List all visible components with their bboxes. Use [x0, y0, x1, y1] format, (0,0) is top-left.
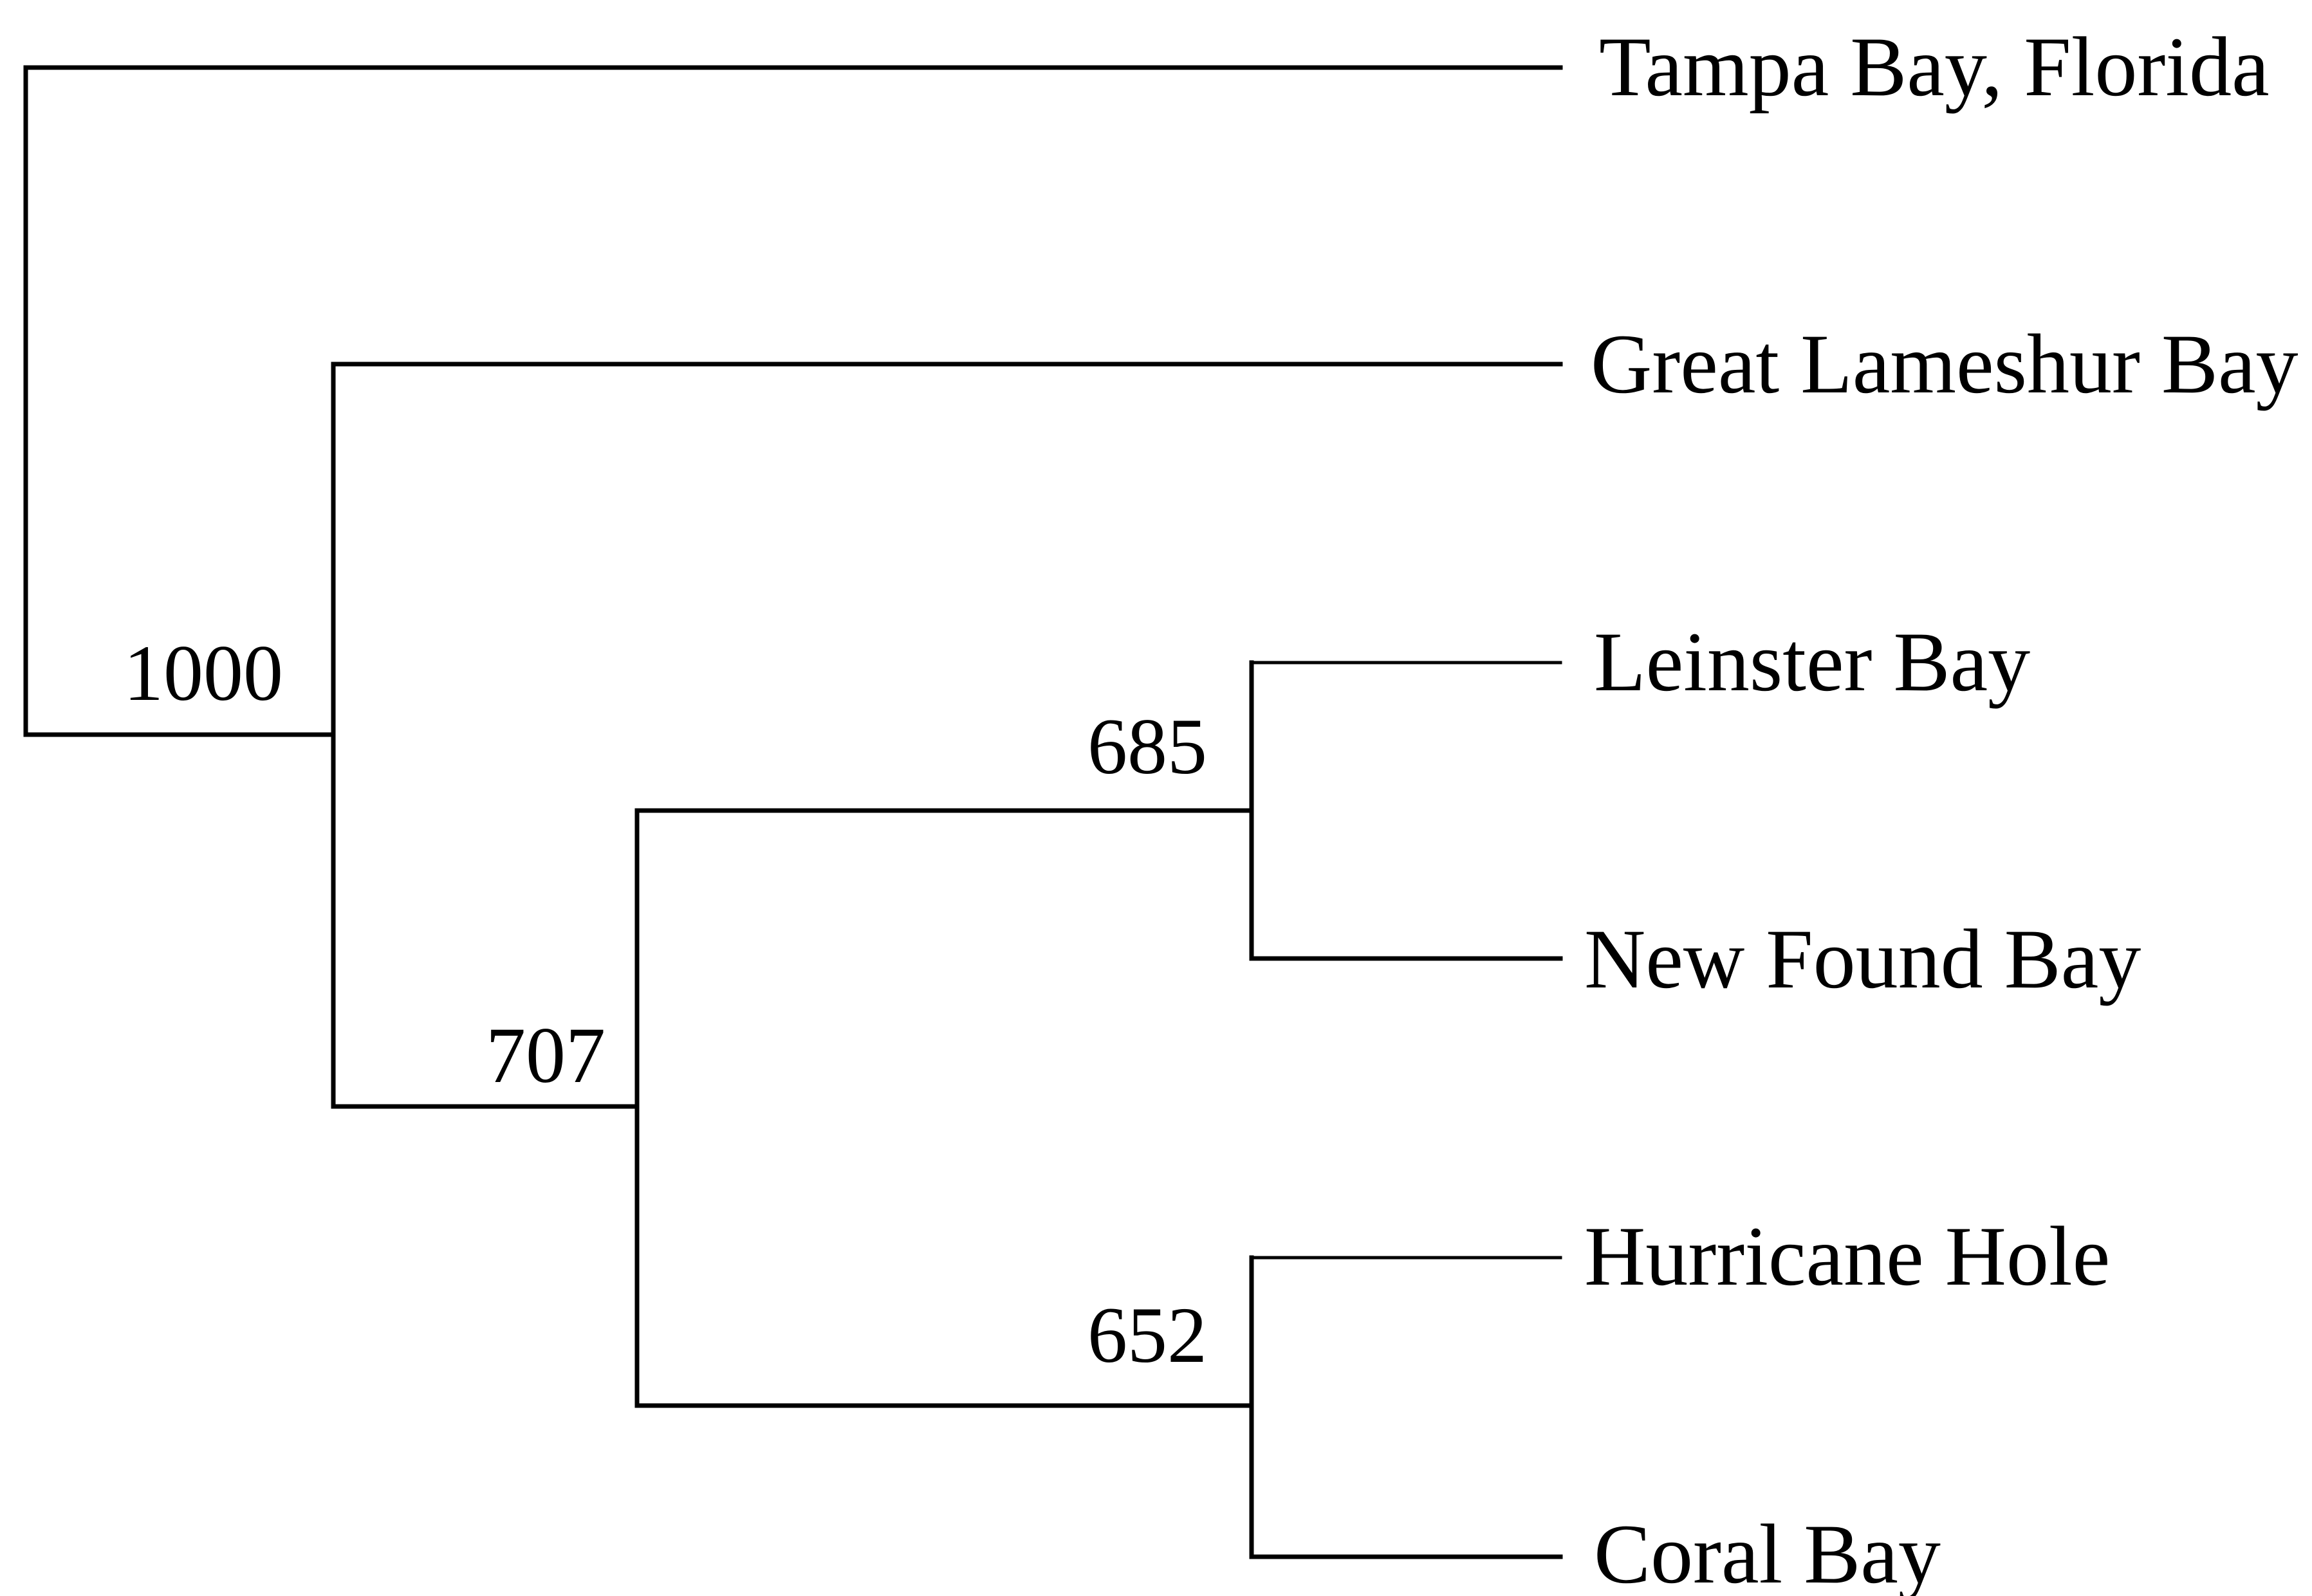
support-label-685: 685: [1087, 702, 1207, 791]
taxon-label-leinster: Leinster Bay: [1594, 614, 2030, 709]
taxon-label-coral: Coral Bay: [1594, 1507, 1941, 1596]
taxon-label-hurricane: Hurricane Hole: [1584, 1209, 2110, 1303]
support-label-707: 707: [486, 1011, 606, 1099]
clade-root: [23, 65, 1563, 737]
clade-685: [1249, 660, 1563, 961]
support-label-652: 652: [1087, 1291, 1207, 1379]
clade-707: [634, 808, 1254, 1408]
clade-1000: [331, 362, 1563, 1109]
taxon-label-great-lameshur: Great Lameshur Bay: [1591, 316, 2298, 411]
taxon-label-new-found: New Found Bay: [1584, 912, 2141, 1006]
clade-652: [1249, 1255, 1563, 1559]
taxon-label-tampa: Tampa Bay, Florida: [1599, 19, 2270, 114]
support-label-1000: 1000: [124, 629, 283, 717]
